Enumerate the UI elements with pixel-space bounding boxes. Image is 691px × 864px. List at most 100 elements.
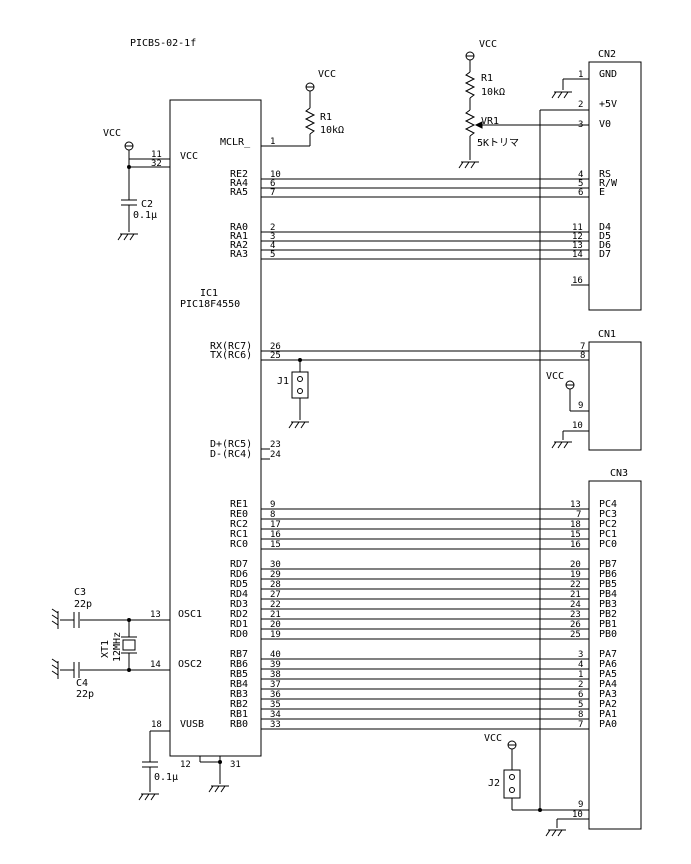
ic1-pin-osc1-name: OSC1 xyxy=(178,609,202,620)
ic1-pin-39-num: 39 xyxy=(270,660,281,670)
cn2-pin-2-label: +5V xyxy=(599,99,617,110)
ic1-pin-rc2-name: RC2 xyxy=(230,519,248,530)
ic1-pin-rd0-name: RD0 xyxy=(230,629,248,640)
cn2-pin-5-label: R/W xyxy=(599,178,618,189)
xt1-value: 12MHz xyxy=(112,632,123,662)
c4-value: 22p xyxy=(76,689,94,700)
ic1-pin-re1-name: RE1 xyxy=(230,499,248,510)
cn3-pin-5-num: 5 xyxy=(578,700,583,710)
ic1-pin-rb6-name: RB6 xyxy=(230,659,248,670)
cn1-body xyxy=(588,341,642,451)
cn1-pin-9-num: 9 xyxy=(578,401,583,411)
cn3-pin-pc2-label: PC2 xyxy=(599,519,617,530)
ic1-pin-2-num: 2 xyxy=(270,223,275,233)
ground-symbol xyxy=(458,161,479,169)
ic1-pin-31-num: 31 xyxy=(230,760,241,770)
cn3-pin-19-num: 19 xyxy=(570,570,581,580)
c-vusb-value: 0.1μ xyxy=(154,772,178,783)
cn3-pin-18-num: 18 xyxy=(570,520,581,530)
ic1-pin-6-num: 6 xyxy=(270,179,275,189)
cn2-pin-6-num: 6 xyxy=(578,188,583,198)
cn3-body xyxy=(588,480,642,830)
cn3-pin-16-num: 16 xyxy=(570,540,581,550)
c2-ref: C2 xyxy=(141,199,153,210)
vcc-label-mclr: VCC xyxy=(318,69,336,80)
cn3-pin-21-num: 21 xyxy=(570,590,581,600)
cn3-pin-pa0-label: PA0 xyxy=(599,719,617,730)
ic1-pin-vusb-name: VUSB xyxy=(180,719,204,730)
ic1-pin-29-num: 29 xyxy=(270,570,281,580)
ic1-pin-24-num: 24 xyxy=(270,450,281,460)
cn3-pin-2-num: 2 xyxy=(578,680,583,690)
cn2-pin-3-num: 3 xyxy=(578,120,583,130)
cn3-pin-9-num: 9 xyxy=(578,800,583,810)
ic1-pin-ra5-name: RA5 xyxy=(230,187,248,198)
cn3-pin-pb7-label: PB7 xyxy=(599,559,617,570)
r1-mclr-ref: R1 xyxy=(320,112,332,123)
ground-symbol xyxy=(551,441,572,449)
ic1-pin-rb5-name: RB5 xyxy=(230,669,248,680)
ic1-pin-25-num: 25 xyxy=(270,351,281,361)
cn3-pin-8-num: 8 xyxy=(578,710,583,720)
ic1-pin-ra1-name: RA1 xyxy=(230,231,248,242)
ic1-pin-rd2-name: RD2 xyxy=(230,609,248,620)
cn3-pin-pb2-label: PB2 xyxy=(599,609,617,620)
ic1-pin-7-num: 7 xyxy=(270,188,275,198)
ic1-part: PIC18F4550 xyxy=(180,299,240,310)
cn2-body xyxy=(588,61,642,311)
ic1-pin-5-num: 5 xyxy=(270,250,275,260)
cn3-ref: CN3 xyxy=(610,468,628,479)
ic1-pin-rc7-name: RX(RC7) xyxy=(210,341,252,352)
ic1-pin-35-num: 35 xyxy=(270,700,281,710)
c3-value: 22p xyxy=(74,599,92,610)
ic1-pin-rb7-name: RB7 xyxy=(230,649,248,660)
vr1-ref: VR1 xyxy=(481,116,499,127)
ic1-pin-36-num: 36 xyxy=(270,690,281,700)
cn1-pin-8-num: 8 xyxy=(580,351,585,361)
ic1-pin-ra0-name: RA0 xyxy=(230,222,248,233)
cn3-pin-24-num: 24 xyxy=(570,600,581,610)
ic1-pin-3-num: 3 xyxy=(270,232,275,242)
ic1-pin-rb1-name: RB1 xyxy=(230,709,248,720)
ic1-pin-19-num: 19 xyxy=(270,630,281,640)
cn2-pin-4-num: 4 xyxy=(578,170,583,180)
ic1-pin-30-num: 30 xyxy=(270,560,281,570)
ic1-pin-ra3-name: RA3 xyxy=(230,249,248,260)
cn1-ref: CN1 xyxy=(598,329,616,340)
cn3-pin-pa5-label: PA5 xyxy=(599,669,617,680)
ic1-pin-rb0-name: RB0 xyxy=(230,719,248,730)
ic1-pin-32-num: 32 xyxy=(151,159,162,169)
ic1-pin-23-num: 23 xyxy=(270,440,281,450)
cn2-pin-13-num: 13 xyxy=(572,241,583,251)
cn3-pin-pa3-label: PA3 xyxy=(599,689,617,700)
cn3-pin-7b-num: 7 xyxy=(578,720,583,730)
ic1-pin-18-num: 18 xyxy=(151,720,162,730)
ic1-ref: IC1 xyxy=(200,288,218,299)
ground-symbol xyxy=(288,421,309,429)
ground-symbol xyxy=(208,785,229,793)
xt1-ref: XT1 xyxy=(100,640,111,658)
vr1-trimmer xyxy=(464,109,476,137)
ic1-pin-ra2-name: RA2 xyxy=(230,240,248,251)
cn3-pin-pc1-label: PC1 xyxy=(599,529,617,540)
ic1-pin-12-num: 12 xyxy=(180,760,191,770)
ic1-pin-34-num: 34 xyxy=(270,710,281,720)
ground-symbol xyxy=(138,793,159,801)
cn2-pin-1-label: GND xyxy=(599,69,617,80)
ic1-pin-28-num: 28 xyxy=(270,580,281,590)
cn2-pin-3-label: V0 xyxy=(599,119,611,130)
cn3-pin-pa2-label: PA2 xyxy=(599,699,617,710)
cn2-signal-wires xyxy=(261,178,589,260)
c3-ref: C3 xyxy=(74,587,86,598)
ic1-pin-ra4-name: RA4 xyxy=(230,178,248,189)
cn3-pin-3-num: 3 xyxy=(578,650,583,660)
ic1-pin-rd4-name: RD4 xyxy=(230,589,248,600)
cn3-pin-20-num: 20 xyxy=(570,560,581,570)
ic1-pin-10-num: 10 xyxy=(270,170,281,180)
ic1-pin-22-num: 22 xyxy=(270,600,281,610)
ic1-pin-rc4-name: D-(RC4) xyxy=(210,449,252,460)
ic1-pin-14-num: 14 xyxy=(150,660,161,670)
ic1-pin-re2-name: RE2 xyxy=(230,169,248,180)
cn2-pin-12-num: 12 xyxy=(572,232,583,242)
cn3-pin-15-num: 15 xyxy=(570,530,581,540)
